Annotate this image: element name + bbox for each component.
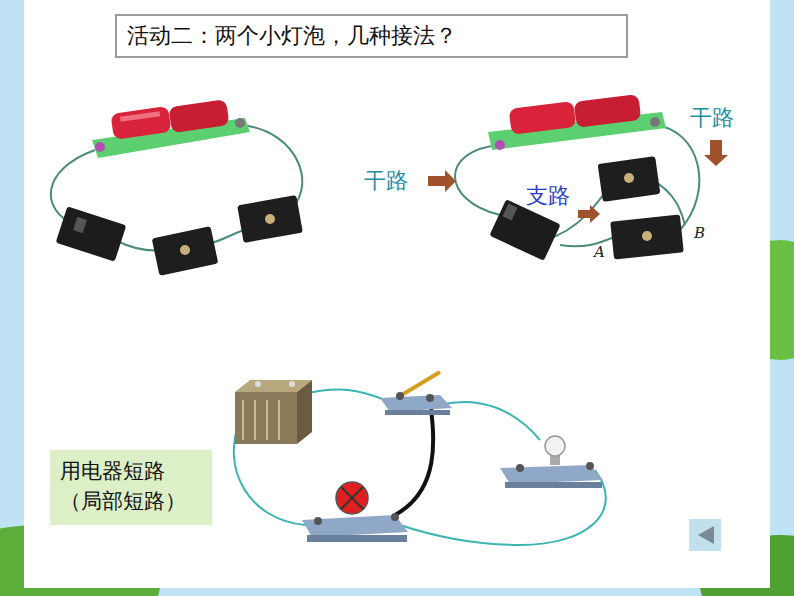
slide-panel bbox=[24, 0, 770, 588]
series-circuit-photo bbox=[51, 99, 303, 276]
slide-title: 活动二：两个小灯泡，几种接法？ bbox=[127, 21, 457, 51]
trunk-label: 干路 bbox=[690, 103, 734, 133]
parallel-circuit-photo bbox=[428, 94, 728, 261]
back-button bbox=[689, 519, 721, 551]
label-text: 用电器短路 （局部短路） bbox=[60, 456, 200, 517]
trunk-label: 干路 bbox=[364, 166, 408, 196]
point-label: B bbox=[694, 224, 705, 242]
label-box: 用电器短路 （局部短路） bbox=[50, 450, 212, 525]
point-label: A bbox=[594, 243, 605, 261]
title-box: 活动二：两个小灯泡，几种接法？ bbox=[115, 14, 628, 58]
branch-label: 支路 bbox=[526, 181, 570, 211]
short-circuit-illustration bbox=[234, 372, 606, 545]
